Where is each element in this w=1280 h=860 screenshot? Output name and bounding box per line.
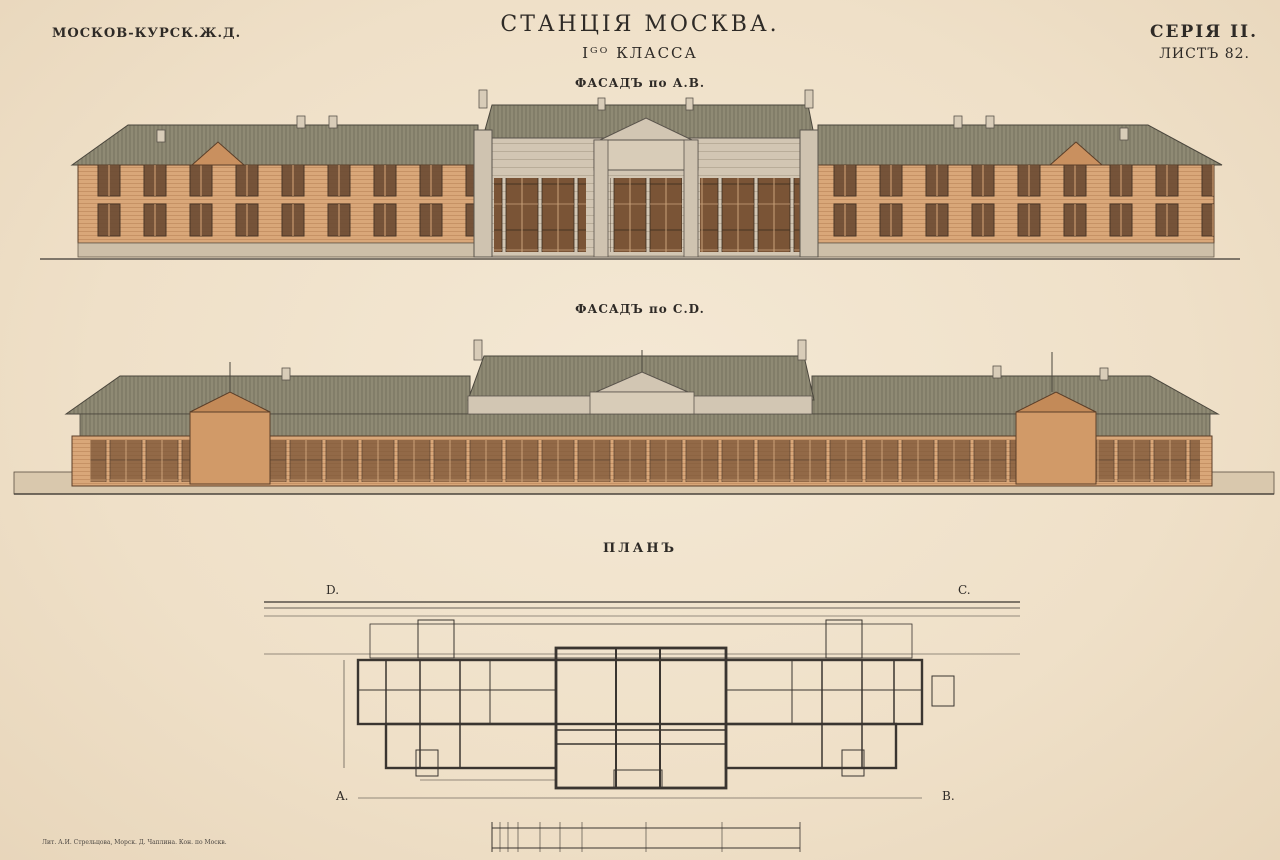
facade-ab-caption: ФАСАДЪ по А.В. [574,76,706,90]
floor-plan [264,601,1020,799]
facade-ab-drawing [40,89,1240,260]
plan-label-a: A. [336,789,349,803]
plan-label-b: B. [942,789,955,803]
plan-caption: ПЛАНЪ [602,541,678,556]
lithographer-imprint: Лит. А.И. Стрельцова, Морск. Д. Чаплина.… [42,839,227,846]
plan-label-c: C. [958,583,971,597]
facade-cd-drawing [13,339,1275,495]
scale-bar [491,822,801,852]
railway-name: МОСКОВ-КУРСК.Ж.Д. [52,26,242,41]
plan-label-d: D. [326,583,340,597]
sheet-number: ЛИСТЪ 82. [1159,46,1250,62]
sheet-subtitle: Iᴳᴼ КЛАССА [582,44,698,62]
facade-cd-caption: ФАСАДЪ по С.D. [575,302,705,316]
series-label: СЕРІЯ II. [1150,22,1258,42]
sheet-title: СТАНЦІЯ МОСКВА. [500,12,780,37]
